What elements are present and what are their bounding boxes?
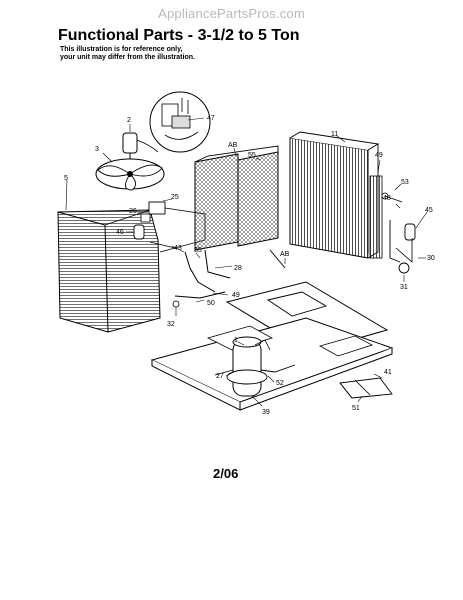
revision-date: 2/06 (213, 466, 239, 481)
grille-panels (194, 145, 279, 251)
callout-49a: 49 (232, 292, 240, 299)
callout-ab-top: AB (228, 142, 238, 149)
callout-30: 30 (427, 255, 435, 262)
coil-assembly (289, 131, 383, 259)
callout-55: 55 (248, 152, 256, 159)
callout-50: 50 (207, 300, 215, 307)
callout-52: 52 (276, 380, 284, 387)
page-title: Functional Parts - 3-1/2 to 5 Ton (58, 27, 300, 44)
callout-53: 53 (401, 179, 409, 186)
callout-47: 47 (207, 115, 215, 122)
refrigerant-lines (172, 249, 286, 308)
base-pan (150, 317, 394, 411)
callout-32: 32 (167, 321, 175, 328)
callout-26: 26 (129, 208, 137, 215)
callout-ab-right: AB (280, 251, 290, 258)
control-components (133, 201, 206, 253)
callout-48: 48 (383, 195, 391, 202)
detail-inset (149, 91, 211, 153)
outdoor-coil-wrap (57, 209, 161, 333)
callout-41: 41 (384, 369, 392, 376)
callout-45: 45 (425, 207, 433, 214)
callout-5: 5 (64, 175, 68, 182)
compressor (214, 336, 296, 397)
fan-motor (122, 132, 159, 162)
callout-39: 39 (262, 409, 270, 416)
tube-bracket (339, 377, 393, 399)
callout-46: 46 (116, 229, 124, 236)
fan-blade (95, 158, 165, 191)
callout-43: 43 (174, 245, 182, 252)
callout-2: 2 (127, 117, 131, 124)
callout-28: 28 (234, 265, 242, 272)
callout-51: 51 (352, 405, 360, 412)
callout-35: 35 (194, 247, 202, 254)
callout-31: 31 (400, 284, 408, 291)
leader-lines (65, 117, 428, 407)
callout-11: 11 (331, 131, 338, 138)
callout-49b: 49 (375, 152, 383, 159)
callout-labels: 47 2 3 5 25 26 46 43 35 28 49 50 32 AB 5… (64, 115, 435, 416)
valve-components (381, 192, 416, 274)
callout-1: 1 (234, 337, 238, 344)
subtitle-line-1: This illustration is for reference only, (60, 46, 183, 53)
subtitle-line-2: your unit may differ from the illustrati… (60, 54, 195, 61)
watermark: AppliancePartsPros.com (158, 6, 305, 21)
callout-27: 27 (216, 373, 224, 380)
callout-25: 25 (171, 194, 179, 201)
callout-3: 3 (95, 146, 99, 153)
